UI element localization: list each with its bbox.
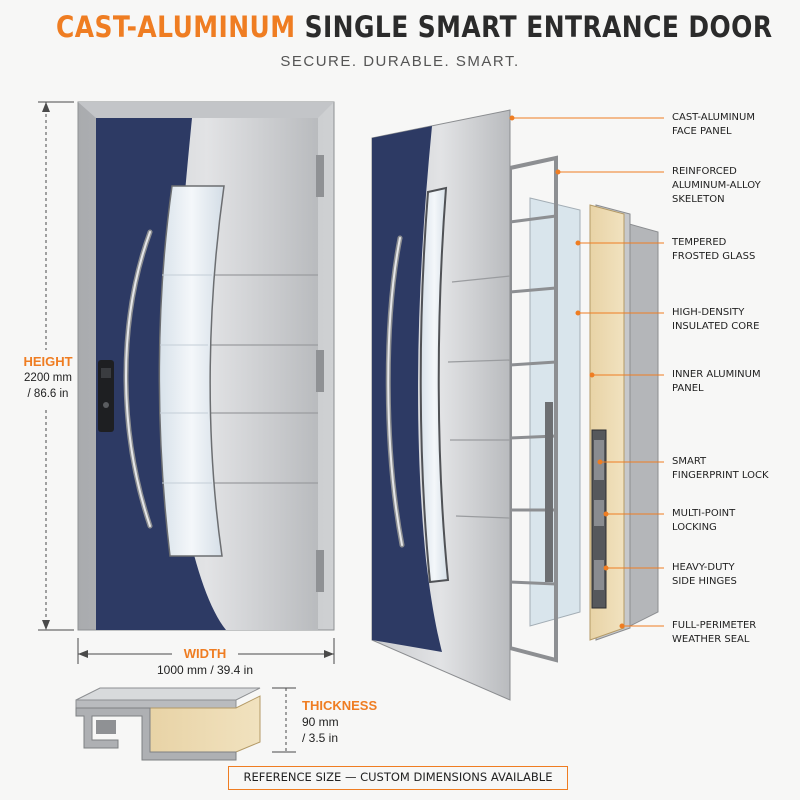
thickness-metric: 90 mm — [302, 715, 339, 729]
callout-line: TEMPERED — [672, 237, 727, 248]
footer-note: REFERENCE SIZE — CUSTOM DIMENSIONS AVAIL… — [228, 766, 568, 790]
callout-weather-seal: FULL-PERIMETER WEATHER SEAL — [672, 619, 756, 647]
height-dimension — [38, 101, 74, 631]
callout-line: FACE PANEL — [672, 126, 732, 137]
callout-line: INNER ALUMINUM — [672, 369, 761, 380]
callout-glass: TEMPERED FROSTED GLASS — [672, 236, 755, 264]
callout-line: WEATHER SEAL — [672, 634, 750, 645]
width-label: WIDTH 1000 mm / 39.4 in — [120, 646, 290, 678]
hinge-icon — [316, 350, 324, 392]
callout-line: PANEL — [672, 383, 704, 394]
page-title: CAST-ALUMINUM SINGLE SMART ENTRANCE DOOR — [56, 10, 772, 44]
callout-line: INSULATED CORE — [672, 321, 760, 332]
callout-line: FULL-PERIMETER — [672, 620, 757, 631]
width-dimension — [77, 638, 335, 664]
callout-skeleton: REINFORCED ALUMINUM-ALLOY SKELETON — [672, 165, 761, 207]
exploded-view — [371, 109, 659, 701]
front-door-view — [77, 101, 335, 631]
thickness-imperial: / 3.5 in — [302, 731, 339, 745]
exploded-navy-panel — [372, 126, 442, 652]
callout-hinges: HEAVY-DUTY SIDE HINGES — [672, 561, 737, 589]
frosted-glass — [158, 185, 225, 557]
callout-face-panel: CAST-ALUMINUM FACE PANEL — [672, 111, 755, 139]
callout-multi-point: MULTI-POINT LOCKING — [672, 507, 735, 535]
hinge-icon — [316, 155, 324, 197]
callout-line: ALUMINUM-ALLOY — [672, 180, 761, 191]
callout-line: SIDE HINGES — [672, 576, 737, 587]
width-heading: WIDTH — [183, 646, 227, 661]
page-subtitle: SECURE. DURABLE. SMART. — [280, 53, 520, 70]
callout-line: HIGH-DENSITY — [672, 307, 745, 318]
callout-line: CAST-ALUMINUM — [672, 112, 755, 123]
exploded-glass — [419, 186, 450, 584]
height-metric: 2200 mm — [24, 372, 72, 384]
hinge-icon — [316, 550, 324, 592]
thickness-dimension — [272, 687, 296, 753]
callout-line: SMART — [672, 456, 707, 467]
callout-core: HIGH-DENSITY INSULATED CORE — [672, 306, 759, 334]
callout-line: REINFORCED — [672, 166, 737, 177]
callout-line: FROSTED GLASS — [672, 251, 756, 262]
thickness-label: THICKNESS 90 mm / 3.5 in — [302, 698, 377, 746]
title-accent: CAST-ALUMINUM — [56, 10, 296, 44]
height-label: HEIGHT 2200 mm / 86.6 in — [18, 354, 78, 402]
callout-line: HEAVY-DUTY — [672, 562, 735, 573]
callout-line: MULTI-POINT — [672, 508, 736, 519]
callout-inner-panel: INNER ALUMINUM PANEL — [672, 368, 761, 396]
callout-fingerprint-lock: SMART FINGERPRINT LOCK — [672, 455, 769, 483]
callout-line: LOCKING — [672, 522, 717, 533]
width-value: 1000 mm / 39.4 in — [156, 663, 254, 677]
title-rest: SINGLE SMART ENTRANCE DOOR — [304, 10, 773, 44]
height-imperial: / 86.6 in — [27, 388, 69, 400]
thickness-section — [75, 687, 261, 761]
callout-line: SKELETON — [672, 194, 725, 205]
thickness-heading: THICKNESS — [302, 698, 378, 713]
callout-leaders — [509, 115, 664, 629]
callout-line: FINGERPRINT LOCK — [672, 470, 769, 481]
height-heading: HEIGHT — [23, 354, 73, 369]
